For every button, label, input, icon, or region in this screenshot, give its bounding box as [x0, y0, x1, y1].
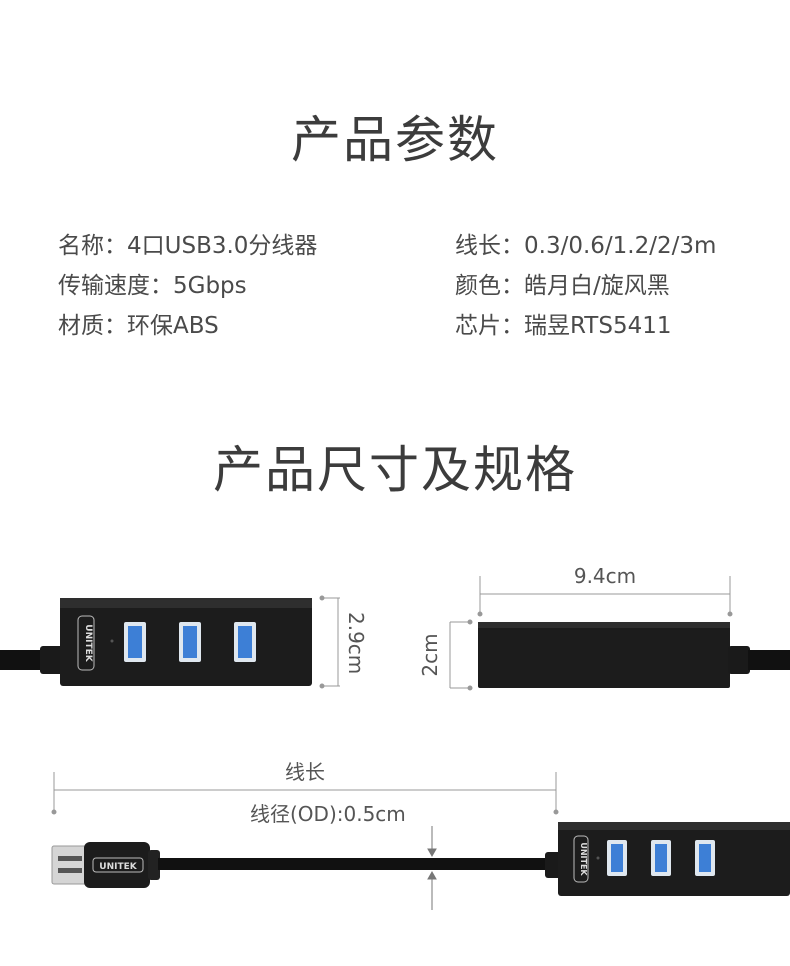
unitek-logo: UNITEK	[92, 857, 144, 873]
usb-plug-strain-relief	[148, 850, 160, 880]
cable-diameter-arrows	[427, 826, 437, 910]
usb-plug-housing	[84, 842, 150, 888]
dimensions-heading: 产品尺寸及规格	[213, 441, 577, 499]
hub-bottom-body	[558, 822, 790, 896]
svg-text:UNITEK: UNITEK	[83, 624, 93, 662]
side-height-dimension	[449, 619, 473, 691]
usb-plug: UNITEK	[51, 842, 160, 888]
spec-material: 材质：环保ABS	[58, 313, 219, 339]
hub-front-strain-relief	[40, 646, 64, 674]
hub-bottom-strain-relief	[545, 852, 561, 878]
hub-front-top-edge	[60, 598, 312, 608]
svg-text:UNITEK: UNITEK	[579, 842, 588, 876]
hub-bottom-view: UNITEK	[545, 822, 790, 896]
spec-name: 名称：4口USB3.0分线器	[58, 233, 318, 259]
hub-side-strain-relief	[728, 646, 750, 674]
cable-length-label: 线长	[285, 760, 325, 784]
unitek-logo: UNITEK	[573, 835, 589, 883]
spec-chip: 芯片：瑞昱RTS5411	[455, 313, 672, 339]
usb-port	[695, 840, 715, 876]
side-length-dimension	[477, 576, 733, 617]
usb-port	[179, 622, 201, 662]
unitek-logo: UNITEK	[77, 615, 95, 671]
hub-led-indicator	[596, 856, 600, 860]
cable-diameter-label: 线径(OD):0.5cm	[250, 802, 406, 826]
cable-length-dimension	[51, 772, 559, 815]
params-heading: 产品参数	[291, 111, 499, 169]
usb-port	[651, 840, 671, 876]
usb-port	[234, 622, 256, 662]
usb-port	[124, 622, 146, 662]
hub-side-top-edge	[478, 622, 730, 628]
hub-front-view: UNITEK	[0, 598, 312, 686]
side-height-label-wrap: 2cm	[418, 630, 442, 680]
hub-side-cable	[748, 650, 790, 670]
usb-port	[607, 840, 627, 876]
hub-side-body	[478, 622, 730, 688]
side-height-label: 2cm	[418, 633, 442, 677]
svg-text:UNITEK: UNITEK	[99, 862, 137, 872]
hub-led-indicator	[110, 639, 114, 643]
front-height-dimension	[319, 595, 340, 689]
spec-cable-length: 线长：0.3/0.6/1.2/2/3m	[455, 233, 717, 259]
front-height-label-wrap: 2.9cm	[344, 612, 368, 675]
front-height-label: 2.9cm	[344, 612, 368, 675]
spec-color: 颜色：皓月白/旋风黑	[455, 273, 670, 299]
hub-side-view	[478, 622, 790, 688]
cable	[158, 858, 548, 870]
side-length-label: 9.4cm	[573, 564, 637, 588]
spec-speed: 传输速度：5Gbps	[58, 273, 247, 299]
usb-plug-metal	[51, 845, 89, 885]
